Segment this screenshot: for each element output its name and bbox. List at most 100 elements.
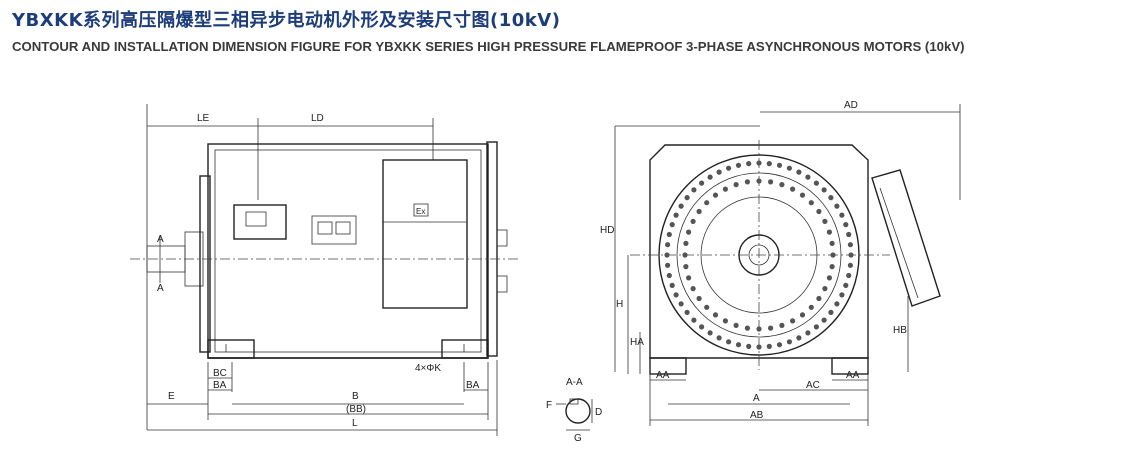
nameplate-ex: Ex [416,207,425,216]
stator-slot [805,330,811,336]
dim-d: D [595,407,602,418]
stator-slot [712,192,719,198]
stator-slot [768,325,774,331]
stator-slot [839,212,845,218]
stator-slot [799,192,806,198]
stator-slot [829,264,835,270]
dim-a-bottom: A [157,283,164,294]
stator-slot [756,178,762,184]
stator-slot [776,342,783,348]
dim-h: H [616,299,623,310]
stator-slot [766,343,772,349]
stator-slot [799,312,806,318]
stator-slot [834,301,840,307]
stator-slot [704,200,710,206]
dim-f: F [546,400,552,411]
stator-slot [665,262,671,268]
stator-slot [805,174,811,180]
stator-slot [669,282,675,288]
stator-slot [813,324,820,330]
stator-slot [696,208,702,215]
stator-slot [716,169,722,175]
stator-slot [733,322,739,328]
stator-slot [756,160,762,166]
stator-slot [813,180,820,186]
stator-slot [678,203,684,209]
stator-slot [744,325,751,331]
stator-slot [843,282,849,288]
stator-slot [796,335,802,341]
stator-slot [816,295,822,302]
stator-slot [808,200,814,206]
dim-ba-right: BA [466,380,480,391]
stator-slot [678,301,684,307]
stator-slot [699,324,705,330]
dim-e: E [168,391,175,402]
stator-slot [808,304,814,310]
stator-slot [666,272,672,279]
stator-slot [768,179,774,185]
stator-slot [847,242,854,248]
dim-a-end: A [753,393,760,404]
dim-ha: HA [630,337,644,348]
dim-hb: HB [893,325,907,336]
stator-slot [822,286,828,292]
dim-a-top: A [157,234,164,245]
stator-slot [684,309,690,315]
stator-slot [744,179,751,185]
dim-hd: HD [600,225,614,236]
stator-slot [847,262,854,268]
stator-slot [826,275,833,281]
stator-slot [735,162,742,168]
stator-slot [816,208,822,215]
dim-ad: AD [844,100,858,111]
stator-slot [726,165,732,171]
stator-slot [722,186,729,192]
stator-slot [839,292,845,298]
stator-slot [828,309,834,315]
stator-slot [690,286,696,292]
stator-slot [821,187,827,193]
stator-slot [828,195,834,201]
stator-slot [686,229,692,235]
stator-slot [704,304,710,310]
stator-slot [686,275,692,281]
dim-ab: AB [750,410,764,421]
stator-slot [683,264,689,270]
stator-slot [691,317,697,323]
stator-slot [707,330,713,336]
stator-slot [822,218,828,224]
stator-slot [673,292,679,298]
dim-ba-left: BA [213,380,227,391]
stator-slot [779,182,785,188]
stator-slot [756,326,762,332]
stator-slot [848,252,854,258]
dim-holes: 4×ΦK [415,363,441,374]
dim-le: LE [197,113,210,124]
stator-slot [786,165,793,171]
stator-slot [691,187,697,193]
stator-slot [733,182,739,188]
stator-slot [690,218,696,224]
stator-slot [779,322,785,328]
stator-slot [707,174,713,180]
stator-slot [722,318,729,324]
section-title: A-A [566,377,583,388]
stator-slot [746,343,752,349]
side-view: LE LD A A Ex [130,104,520,436]
stator-slot [830,252,836,258]
dim-g: G [574,433,582,444]
stator-slot [699,180,705,186]
stator-slot [766,161,772,167]
stator-slot [746,161,752,167]
stator-slot [673,212,679,218]
stator-slot [682,252,688,258]
stator-slot [756,344,762,350]
stator-slot [726,339,732,345]
stator-slot [776,162,783,168]
end-view: AD HD H HA HB AA AA AC A AB [600,100,961,426]
dim-bc: BC [213,368,227,379]
dim-aa-right: AA [846,370,860,381]
stator-slot [786,339,793,345]
